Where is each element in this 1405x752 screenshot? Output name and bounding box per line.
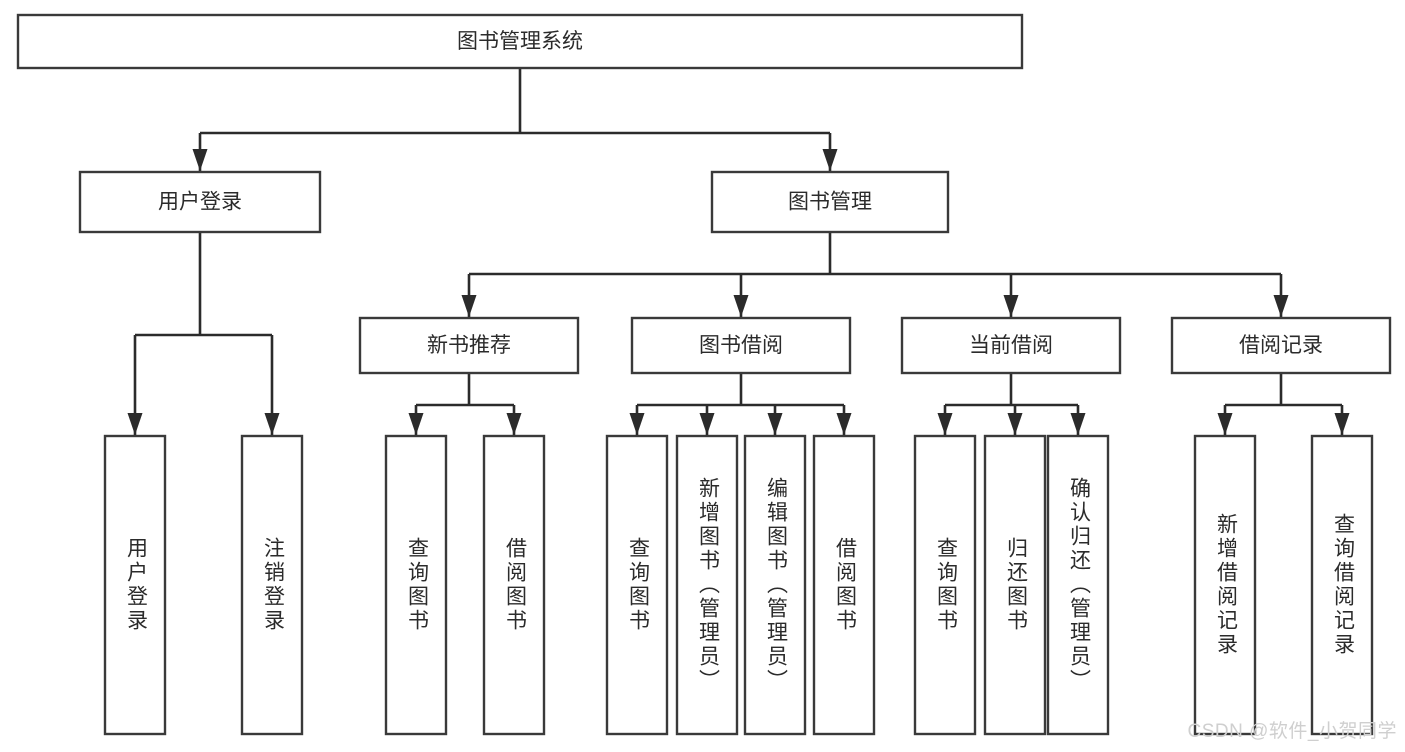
arrow-leaf-query-book-1: [408, 413, 424, 435]
arrow-leaf-query-book-3: [937, 413, 953, 435]
node-leaf-query-book-1-box: [384, 434, 448, 736]
arrow-level3-3: [1273, 295, 1289, 317]
node-leaf-borrow-book-2[interactable]: 借阅图书: [812, 434, 876, 736]
node-title-system-label: 图书管理系统: [457, 30, 583, 53]
node-leaf-query-book-3-box: [913, 434, 977, 736]
node-leaf-query-book-2[interactable]: 查询图书: [605, 434, 669, 736]
arrow-level3-2: [1003, 295, 1019, 317]
node-leaf-confirm-return-label: 确认归还（管理员）: [1067, 477, 1091, 693]
node-new-book-recommend-box: [358, 316, 580, 375]
arrow-leaf-query-borrow-record: [1334, 413, 1350, 435]
node-leaf-return-book-box: [983, 434, 1047, 736]
node-book-management-label: 图书管理: [788, 191, 872, 214]
node-leaf-return-book[interactable]: 归还图书: [983, 434, 1047, 736]
arrow-leaf-add-borrow-record: [1217, 413, 1233, 435]
node-leaf-query-book-2-box: [605, 434, 669, 736]
node-book-management[interactable]: 图书管理: [710, 170, 950, 234]
node-leaf-query-borrow-record-box: [1310, 434, 1374, 736]
node-leaf-add-borrow-record-label: 新增借阅记录: [1214, 513, 1238, 657]
node-current-borrow[interactable]: 当前借阅: [900, 316, 1122, 375]
node-current-borrow-label: 当前借阅: [969, 334, 1053, 357]
arrow-leaf-confirm-return: [1070, 413, 1086, 435]
node-leaf-user-login-label: 用户登录: [124, 537, 148, 633]
node-leaf-edit-book-box: [743, 434, 807, 736]
arrow-leaf-borrow-book-2: [836, 413, 852, 435]
node-borrow-record[interactable]: 借阅记录: [1170, 316, 1392, 375]
node-leaf-borrow-book-2-label: 借阅图书: [833, 537, 857, 633]
node-leaf-user-login[interactable]: 用户登录: [103, 434, 167, 736]
node-new-book-recommend-label: 新书推荐: [427, 334, 511, 357]
node-book-borrow[interactable]: 图书借阅: [630, 316, 852, 375]
nodes-layer: 图书管理系统用户登录图书管理新书推荐图书借阅当前借阅借阅记录用户登录注销登录查询…: [16, 13, 1392, 736]
node-borrow-record-box: [1170, 316, 1392, 375]
node-leaf-query-book-3-label: 查询图书: [934, 537, 958, 633]
node-user-login[interactable]: 用户登录: [78, 170, 322, 234]
node-leaf-user-login-box: [103, 434, 167, 736]
arrow-leaf-return-book: [1007, 413, 1023, 435]
edges-layer: [127, 68, 1350, 435]
arrow-level2-1: [822, 149, 838, 171]
node-book-borrow-label: 图书借阅: [699, 334, 783, 357]
node-leaf-borrow-book-2-box: [812, 434, 876, 736]
arrow-level2-0: [192, 149, 208, 171]
node-leaf-query-book-3[interactable]: 查询图书: [913, 434, 977, 736]
node-leaf-query-borrow-record[interactable]: 查询借阅记录: [1310, 434, 1374, 736]
node-new-book-recommend[interactable]: 新书推荐: [358, 316, 580, 375]
node-leaf-confirm-return-box: [1046, 434, 1110, 736]
node-leaf-logout-label: 注销登录: [261, 537, 285, 633]
node-leaf-return-book-label: 归还图书: [1004, 537, 1028, 633]
node-user-login-label: 用户登录: [158, 191, 242, 214]
node-current-borrow-box: [900, 316, 1122, 375]
arrow-leaf-logout: [264, 413, 280, 435]
node-leaf-query-borrow-record-label: 查询借阅记录: [1331, 513, 1355, 657]
node-leaf-borrow-book-1-label: 借阅图书: [503, 537, 527, 633]
node-title-system-box: [16, 13, 1024, 70]
node-leaf-query-book-2-label: 查询图书: [626, 537, 650, 633]
node-leaf-logout-box: [240, 434, 304, 736]
node-title-system[interactable]: 图书管理系统: [16, 13, 1024, 70]
arrow-leaf-edit-book: [767, 413, 783, 435]
arrow-leaf-add-book: [699, 413, 715, 435]
node-leaf-borrow-book-1-box: [482, 434, 546, 736]
node-leaf-edit-book-label: 编辑图书（管理员）: [764, 477, 788, 693]
arrow-level3-1: [733, 295, 749, 317]
node-leaf-query-book-1-label: 查询图书: [405, 537, 429, 633]
node-leaf-add-book-box: [675, 434, 739, 736]
arrow-level3-0: [461, 295, 477, 317]
arrow-leaf-user-login: [127, 413, 143, 435]
node-leaf-confirm-return[interactable]: 确认归还（管理员）: [1046, 434, 1110, 736]
arrow-leaf-borrow-book-1: [506, 413, 522, 435]
node-leaf-borrow-book-1[interactable]: 借阅图书: [482, 434, 546, 736]
node-user-login-box: [78, 170, 322, 234]
csdn-watermark: CSDN @软件_小贺同学: [1187, 721, 1397, 742]
node-leaf-add-book-label: 新增图书（管理员）: [696, 477, 720, 693]
arrow-leaf-query-book-2: [629, 413, 645, 435]
node-borrow-record-label: 借阅记录: [1239, 334, 1323, 357]
node-leaf-edit-book[interactable]: 编辑图书（管理员）: [743, 434, 807, 736]
node-leaf-add-book[interactable]: 新增图书（管理员）: [675, 434, 739, 736]
node-book-borrow-box: [630, 316, 852, 375]
node-leaf-query-book-1[interactable]: 查询图书: [384, 434, 448, 736]
node-book-management-box: [710, 170, 950, 234]
node-leaf-logout[interactable]: 注销登录: [240, 434, 304, 736]
node-leaf-add-borrow-record-box: [1193, 434, 1257, 736]
node-leaf-add-borrow-record[interactable]: 新增借阅记录: [1193, 434, 1257, 736]
